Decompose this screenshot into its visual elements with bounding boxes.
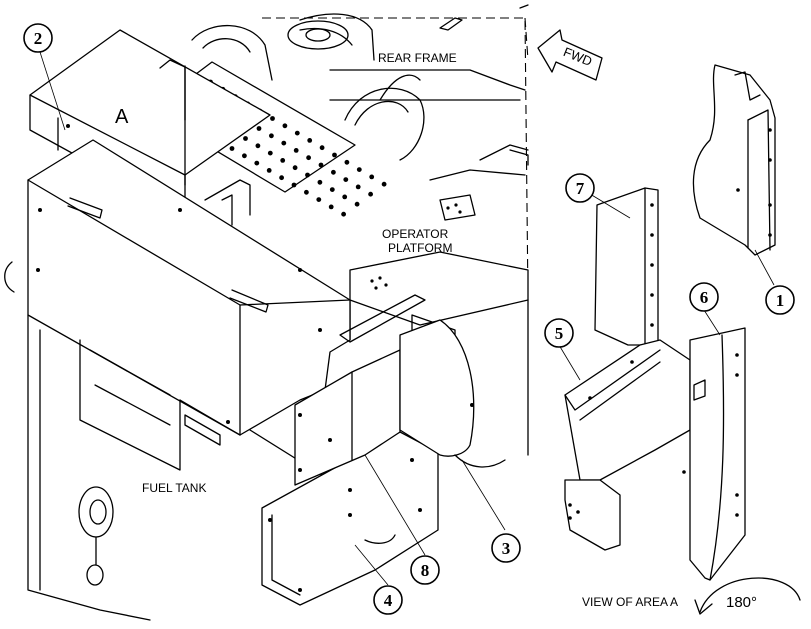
svg-text:8: 8 — [421, 561, 430, 580]
perforation-hole — [354, 201, 360, 207]
operator-platform-label-1: OPERATOR — [382, 227, 449, 241]
perforation-hole — [293, 148, 299, 153]
callout-2: 2 — [23, 23, 53, 53]
perforation-hole — [304, 189, 309, 195]
perforation-hole — [381, 181, 387, 187]
perforation-hole — [329, 187, 335, 193]
perforation-hole — [343, 177, 349, 183]
perforation-hole — [344, 159, 350, 165]
callout-8: 8 — [410, 555, 440, 585]
left-housing — [29, 29, 271, 216]
perforation-hole — [282, 123, 288, 129]
svg-text:4: 4 — [384, 591, 393, 610]
perforation-hole — [280, 158, 286, 163]
callout-5: 5 — [544, 318, 574, 348]
callout-1: 1 — [765, 285, 795, 315]
perforation-hole — [316, 197, 322, 203]
perforation-hole — [307, 138, 313, 143]
svg-text:2: 2 — [34, 29, 43, 48]
diagram-labels: REAR FRAME OPERATOR PLATFORM FUEL TANK A… — [115, 51, 757, 611]
perforation-hole — [328, 204, 334, 210]
perforation-hole — [305, 172, 310, 178]
rear-frame-label: REAR FRAME — [378, 51, 457, 65]
perforation-hole — [369, 174, 375, 180]
perforation-hole — [318, 162, 324, 168]
rotation-arrow-icon — [694, 577, 801, 615]
leader-lines — [39, 51, 775, 586]
perforation-hole — [356, 167, 362, 173]
perforation-hole — [266, 168, 272, 173]
perforation-hole — [256, 126, 262, 131]
perforation-hole — [294, 130, 300, 136]
perforation-hole — [368, 191, 373, 197]
main-side-panel — [27, 139, 351, 436]
perforation-hole — [341, 211, 346, 217]
perforation-hole — [319, 145, 325, 151]
perforation-hole — [243, 136, 248, 141]
fwd-arrow-icon: FWD — [537, 29, 603, 81]
perforation-hole — [229, 146, 235, 151]
area-marker-label: A — [115, 106, 129, 128]
callout-4: 4 — [373, 585, 403, 615]
perforation-hole — [355, 184, 361, 190]
svg-text:7: 7 — [576, 179, 585, 198]
perforation-hole — [317, 179, 323, 185]
perforation-hole — [255, 143, 261, 149]
callout-bubbles: 1 2 3 4 5 6 7 8 — [23, 23, 795, 615]
part-4-plate — [261, 431, 439, 606]
perforation-hole — [292, 165, 298, 171]
callout-7: 7 — [565, 173, 595, 203]
rotation-label: 180° — [726, 594, 757, 611]
perforation-hole — [254, 160, 260, 166]
part-3-shield — [399, 319, 506, 468]
detail-view-area-a — [564, 64, 776, 581]
view-of-area-label: VIEW OF AREA A — [582, 595, 678, 609]
rear-frame-outline — [191, 4, 529, 301]
part-8-plate — [294, 294, 456, 486]
perforation-hole — [331, 169, 336, 175]
svg-text:5: 5 — [555, 324, 564, 343]
perforation-hole — [270, 116, 275, 121]
svg-text:3: 3 — [502, 539, 511, 558]
operator-platform-label-2: PLATFORM — [388, 241, 452, 255]
perforation-hole — [242, 153, 247, 159]
perforation-hole — [269, 133, 274, 139]
callout-6: 6 — [689, 282, 719, 312]
fuel-tank-label: FUEL TANK — [142, 481, 206, 495]
perforation-hole — [342, 194, 348, 200]
svg-text:1: 1 — [776, 291, 785, 310]
perforation-hole — [281, 140, 287, 146]
callout-3: 3 — [491, 533, 521, 563]
perforation-hole — [291, 182, 297, 188]
perforation-hole — [267, 150, 273, 156]
perforation-hole — [279, 175, 284, 181]
perforation-hole — [332, 152, 337, 158]
svg-text:6: 6 — [700, 288, 709, 307]
perforation-hole — [306, 155, 311, 161]
